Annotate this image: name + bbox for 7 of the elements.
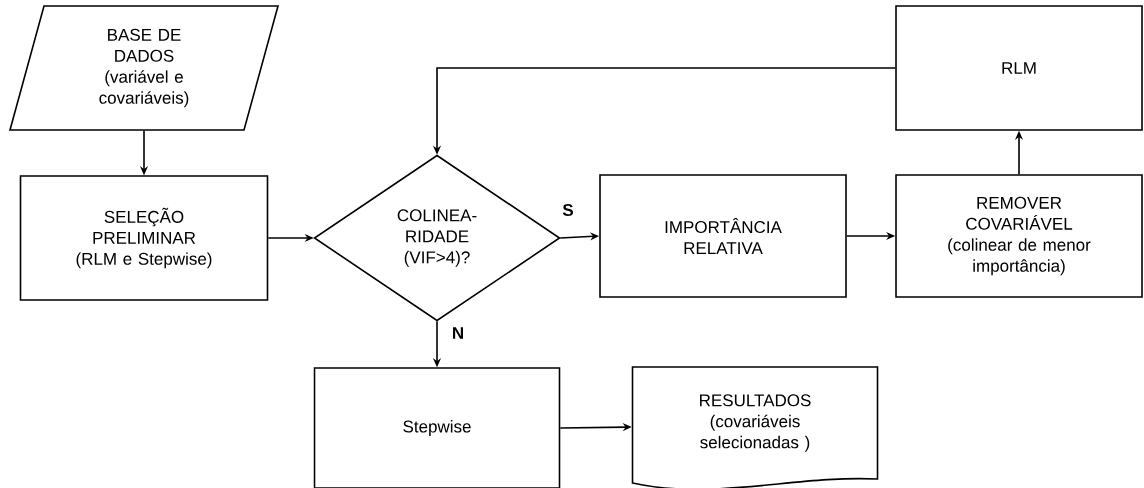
process-box: Stepwise: [313, 367, 561, 488]
process-box: SELEÇÃO PRELIMINAR (RLM e Stepwise): [19, 175, 269, 301]
edge-label: N: [450, 326, 466, 340]
edge-label: S: [561, 203, 575, 217]
process-box: REMOVER COVARIÁVEL (colinear de menor importância): [895, 174, 1143, 298]
process-box: IMPORTÂNCIA RELATIVA: [599, 174, 847, 298]
process-box: RLM: [895, 5, 1143, 131]
